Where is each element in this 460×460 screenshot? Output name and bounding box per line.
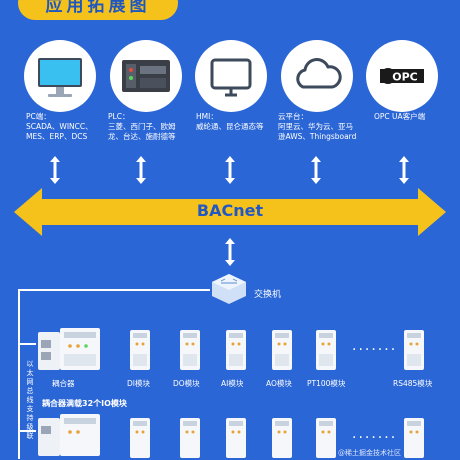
- watermark: @稀土掘金技术社区: [338, 449, 401, 457]
- double-arrow-icon: [136, 156, 146, 184]
- module-label-ao: AO模块: [266, 379, 292, 388]
- cloud-endpoint-label: 云平台： 阿里云、华为云、亚马 逊AWS、Thingsboard: [278, 112, 357, 141]
- io-module: [316, 418, 336, 458]
- more-modules-ellipsis: ·······: [352, 342, 398, 358]
- hmi-endpoint: [195, 40, 267, 112]
- plc-icon: [122, 60, 170, 92]
- module-label-di: DI模块: [127, 379, 150, 388]
- pc-endpoint: [24, 40, 96, 112]
- connection-line: [18, 430, 36, 432]
- switch-label: 交换机: [254, 290, 282, 300]
- diagram-title: 应用拓展图: [18, 0, 178, 20]
- double-arrow-icon: [225, 238, 235, 266]
- monitor-icon: [38, 58, 82, 97]
- io-module: [180, 418, 200, 458]
- svg-text:OPC: OPC: [392, 71, 418, 84]
- cloud-icon: [296, 58, 342, 89]
- bacnet-bus-arrow: [14, 188, 446, 236]
- io-module: [272, 418, 292, 458]
- module-label-do: DO模块: [173, 379, 200, 388]
- io-module: [404, 418, 424, 458]
- opc-logo-icon: OPC: [380, 68, 424, 84]
- connection-line: [18, 343, 36, 345]
- plc-endpoint-label: PLC： 三菱、西门子、欧姆 龙、台达、施耐德等: [108, 112, 176, 141]
- coupler-device: [38, 414, 100, 456]
- io-module: [316, 330, 336, 370]
- opc-endpoint-label: OPC UA客户端: [374, 112, 426, 121]
- module-label-rs485: RS485模块: [393, 379, 433, 388]
- io-module: [226, 330, 246, 370]
- connection-line: [18, 289, 210, 291]
- io-module: [130, 330, 150, 370]
- module-label-ai: AI模块: [221, 379, 244, 388]
- io-module: [404, 330, 424, 370]
- plc-endpoint: [110, 40, 182, 112]
- io-module: [226, 418, 246, 458]
- double-arrow-icon: [50, 156, 60, 184]
- switch-icon: [212, 274, 246, 304]
- cascade-note: 以太网总线支持级联: [26, 360, 34, 440]
- more-modules-ellipsis: ·······: [352, 430, 398, 446]
- double-arrow-icon: [399, 156, 409, 184]
- connection-line: [18, 289, 20, 459]
- hmi-screen-icon: [210, 58, 252, 97]
- opc-endpoint: OPC: [366, 40, 438, 112]
- module-label-pt100: PT100模块: [307, 379, 346, 388]
- io-module: [272, 330, 292, 370]
- coupler-label: 耦合器: [52, 379, 75, 388]
- capacity-label: 耦合器满载32个IO模块: [42, 399, 127, 408]
- coupler-device: [38, 328, 100, 370]
- double-arrow-icon: [311, 156, 321, 184]
- bacnet-bus-label: BACnet: [196, 201, 264, 220]
- io-module: [130, 418, 150, 458]
- io-module: [180, 330, 200, 370]
- cloud-endpoint: [281, 40, 353, 112]
- pc-endpoint-label: PC端： SCADA、WINCC、 MES、ERP、DCS: [26, 112, 93, 141]
- double-arrow-icon: [225, 156, 235, 184]
- hmi-endpoint-label: HMI： 威纶通、昆仑通态等: [196, 112, 264, 131]
